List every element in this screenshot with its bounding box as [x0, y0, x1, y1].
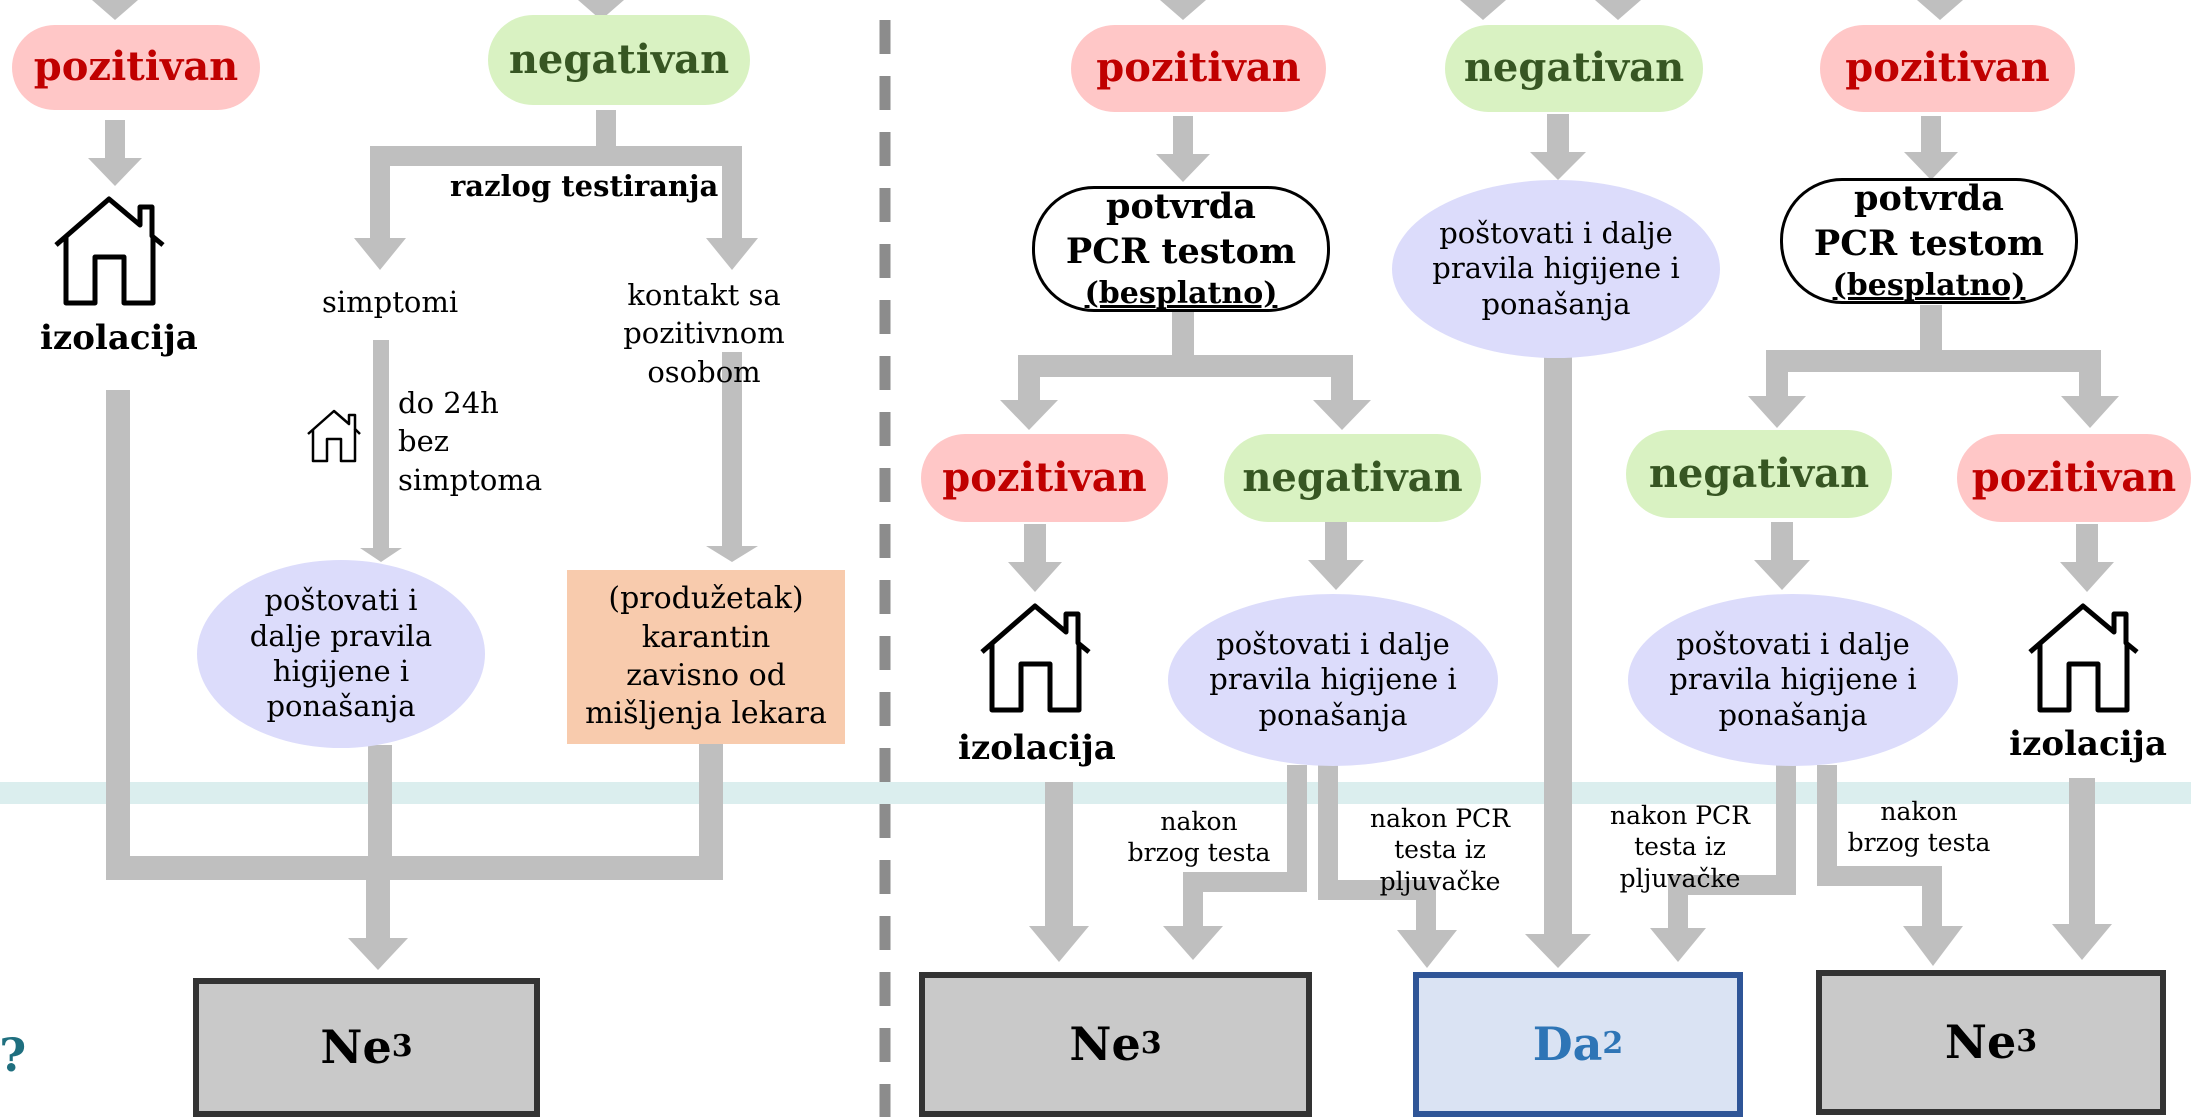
house-icon: [980, 603, 1091, 713]
outcome-no-sup: 3: [2016, 1024, 2038, 1060]
result-negative-sub3: negativan: [1626, 430, 1892, 518]
outcome-no-text: Ne: [1944, 1015, 2017, 1070]
confirm-line-2: PCR testom: [1065, 230, 1297, 272]
outcome-no-text: Ne: [320, 1020, 392, 1075]
guidance-ellipse-col-c: poštovati i dalje pravila higijene i pon…: [1628, 594, 1958, 766]
house-icon-small: [307, 409, 361, 463]
symptoms-label: simptomi: [322, 285, 459, 319]
cut-off-question-fragment: t?: [0, 1028, 27, 1082]
pcr-confirm-col5: potvrda PCR testom (besplatno): [1780, 178, 2078, 304]
quarantine-line-3: zavisno od: [626, 658, 786, 693]
quarantine-line-1: (produžetak): [608, 581, 804, 617]
pcr-confirm-col1: potvrda PCR testom (besplatno): [1032, 186, 1330, 312]
house-icon: [54, 196, 165, 306]
wait-24h-label: do 24h bez simptoma: [398, 384, 542, 499]
connector-arrows-group: [88, 0, 2119, 970]
isolation-label-col-d: izolacija: [2009, 724, 2167, 764]
horizontal-band: [0, 782, 2191, 804]
result-positive-sub4: pozitivan: [1957, 434, 2191, 522]
confirm-line-2: PCR testom: [1813, 222, 2045, 264]
result-negative-top: negativan: [1445, 25, 1703, 112]
quarantine-box: (produžetak) karantin zavisno od mišljen…: [567, 570, 845, 744]
result-positive-col5: pozitivan: [1820, 25, 2075, 112]
confirm-line-3: (besplatno): [1084, 275, 1278, 311]
confirm-line-1: potvrda: [1854, 178, 2004, 220]
wait-line-3: simptoma: [398, 462, 543, 497]
quarantine-line-4: mišljenja lekara: [585, 696, 827, 732]
contact-label: kontakt sa pozitivnom osobom: [623, 278, 785, 389]
confirm-line-1: potvrda: [1106, 186, 1256, 228]
edge-label-after-rapid: nakon brzog testa: [1127, 807, 1271, 868]
outcome-no-sup: 3: [1140, 1026, 1162, 1062]
confirm-line-3: (besplatno): [1832, 267, 2026, 303]
outcome-yes-sup: 2: [1602, 1026, 1624, 1062]
wait-line-1: do 24h: [398, 386, 499, 420]
guidance-ellipse-left: poštovati i dalje pravila higijene i pon…: [197, 560, 485, 748]
quarantine-line-2: karantin: [641, 619, 771, 655]
guidance-ellipse-col-b: poštovati i dalje pravila higijene i pon…: [1168, 594, 1498, 766]
edge-label-after-pcr-saliva: nakon PCR testa iz pljuvačke: [1609, 801, 1751, 893]
result-positive-sub1: pozitivan: [921, 434, 1168, 522]
edge-label-after-pcr-saliva: nakon PCR testa iz pljuvačke: [1369, 804, 1511, 896]
edge-label-after-rapid: nakon brzog testa: [1847, 797, 1991, 858]
outcome-yes-text: Da: [1532, 1017, 1603, 1072]
outcome-no-text: Ne: [1069, 1017, 1141, 1072]
result-negative-sub2: negativan: [1224, 434, 1481, 522]
outcome-no-sup: 3: [391, 1029, 413, 1065]
isolation-label-left: izolacija: [40, 318, 198, 358]
result-positive-col1: pozitivan: [1071, 25, 1326, 112]
result-negative-left: negativan: [488, 15, 750, 105]
guidance-ellipse-top: poštovati i dalje pravila higijene i pon…: [1392, 180, 1720, 358]
isolation-label-col-a: izolacija: [958, 728, 1116, 768]
wait-line-2: bez: [398, 424, 450, 459]
reason-label: razlog testiranja: [450, 169, 719, 203]
house-icon: [2028, 603, 2139, 713]
result-positive-left: pozitivan: [12, 25, 260, 110]
